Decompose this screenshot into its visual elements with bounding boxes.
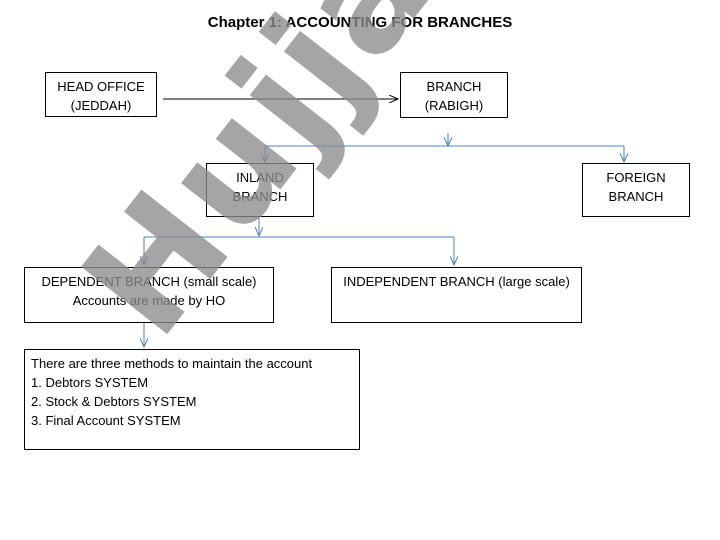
- node-branch-line1: BRANCH: [426, 79, 482, 94]
- node-foreign-branch: FOREIGN BRANCH: [582, 163, 690, 217]
- node-inland-line1: INLAND: [236, 170, 284, 185]
- node-inland-branch: INLAND BRANCH: [206, 163, 314, 217]
- node-branch-line2: (RABIGH): [424, 98, 484, 113]
- node-dependent-line2: Accounts are made by HO: [72, 293, 226, 308]
- node-methods: There are three methods to maintain the …: [24, 349, 360, 450]
- node-head-office: HEAD OFFICE (JEDDAH): [45, 72, 157, 117]
- node-head-office-line1: HEAD OFFICE: [57, 79, 145, 94]
- methods-heading: There are three methods to maintain the …: [31, 356, 313, 371]
- methods-item-3: 3. Final Account SYSTEM: [31, 413, 181, 428]
- node-dependent-line1: DEPENDENT BRANCH (small scale): [41, 274, 257, 289]
- node-head-office-line2: (JEDDAH): [70, 98, 132, 113]
- node-inland-line2: BRANCH: [232, 189, 288, 204]
- node-independent-line1: INDEPENDENT BRANCH (large scale): [343, 274, 570, 289]
- node-branch: BRANCH (RABIGH): [400, 72, 508, 118]
- node-foreign-line1: FOREIGN: [606, 170, 666, 185]
- node-dependent-branch: DEPENDENT BRANCH (small scale) Accounts …: [24, 267, 274, 323]
- node-foreign-line2: BRANCH: [608, 189, 664, 204]
- methods-item-1: 1. Debtors SYSTEM: [31, 375, 149, 390]
- node-independent-branch: INDEPENDENT BRANCH (large scale): [331, 267, 582, 323]
- methods-item-2: 2. Stock & Debtors SYSTEM: [31, 394, 197, 409]
- page-title: Chapter 1: ACCOUNTING FOR BRANCHES: [207, 14, 513, 31]
